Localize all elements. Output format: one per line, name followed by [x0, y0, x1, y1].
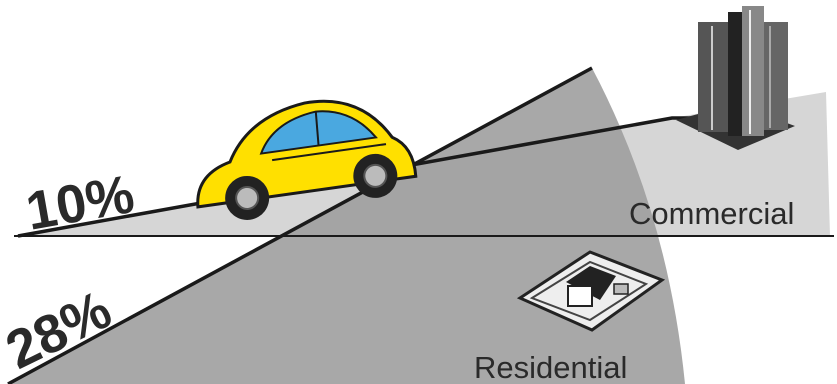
skyscraper-icon	[676, 6, 795, 150]
zone-label-residential: Residential	[474, 350, 627, 384]
zone-label-commercial: Commercial	[629, 196, 794, 231]
